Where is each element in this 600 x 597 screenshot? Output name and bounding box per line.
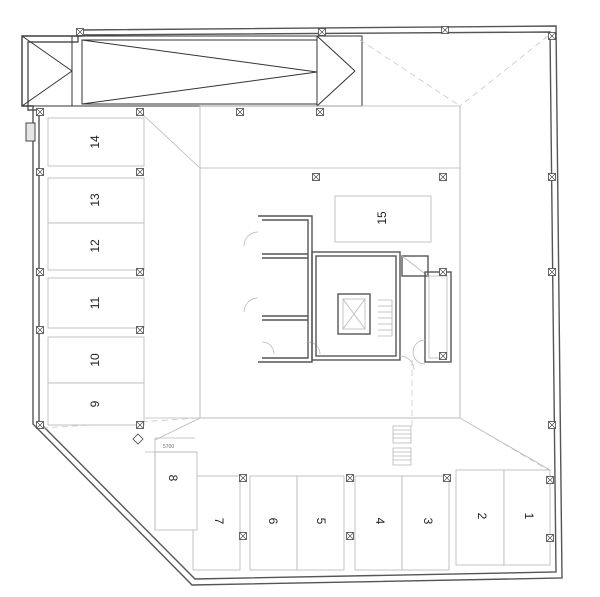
column-cross — [346, 474, 354, 482]
column-cross — [136, 268, 144, 276]
column-cross — [136, 108, 144, 116]
structural-columns — [36, 26, 556, 542]
parking-label-3: 3 — [421, 518, 435, 525]
parking-labels: 14 13 12 11 10 9 15 8 7 6 5 4 3 2 1 — [88, 135, 536, 525]
parking-bay-15 — [334, 195, 432, 243]
parking-label-10: 10 — [88, 353, 102, 367]
parking-label-14: 14 — [88, 135, 102, 149]
column-cross — [239, 532, 247, 540]
column-cross — [439, 173, 447, 181]
circulation-zone — [41, 35, 551, 471]
parking-label-6: 6 — [266, 518, 280, 525]
column-cross — [36, 326, 44, 334]
column-cross — [136, 421, 144, 429]
parking-label-5: 5 — [314, 518, 328, 525]
column-cross — [548, 268, 556, 276]
parking-label-12: 12 — [88, 239, 102, 253]
dimension-note: 5700 — [163, 444, 174, 450]
column-cross — [548, 421, 556, 429]
parking-label-9: 9 — [88, 400, 102, 407]
parking-label-4: 4 — [373, 518, 387, 525]
column-cross — [136, 326, 144, 334]
column-cross — [36, 421, 44, 429]
column-marker — [132, 433, 144, 445]
column-cross — [316, 108, 324, 116]
column-cross — [136, 168, 144, 176]
column-cross — [548, 173, 556, 181]
parking-label-8: 8 — [166, 475, 180, 482]
column-cross — [346, 532, 354, 540]
column-cross — [546, 476, 554, 484]
column-cross — [36, 108, 44, 116]
column-cross — [36, 268, 44, 276]
service-room — [399, 255, 452, 428]
parking-bays-bottom — [192, 469, 551, 571]
stair-core — [243, 215, 321, 363]
column-cross — [548, 32, 556, 40]
drain-grates — [392, 425, 412, 466]
parking-label-11: 11 — [88, 296, 102, 309]
parking-label-13: 13 — [88, 193, 102, 207]
column-cross — [36, 168, 44, 176]
parking-bay-8: 5700 — [145, 437, 198, 531]
parking-label-2: 2 — [475, 513, 489, 520]
column-cross — [546, 534, 554, 542]
elevator-shaft — [311, 251, 401, 361]
column-cross — [439, 268, 447, 276]
column-cross — [239, 474, 247, 482]
column-cross — [76, 28, 84, 36]
parking-label-7: 7 — [212, 518, 226, 525]
entry-marker — [25, 122, 36, 142]
column-cross — [441, 26, 449, 34]
column-cross — [443, 474, 451, 482]
column-cross — [318, 28, 326, 36]
column-cross — [236, 108, 244, 116]
parking-bays-left — [47, 117, 145, 426]
parking-label-15: 15 — [375, 211, 389, 225]
ramp — [21, 35, 363, 107]
column-cross — [439, 352, 447, 360]
parking-label-1: 1 — [522, 513, 536, 520]
column-cross — [312, 173, 320, 181]
